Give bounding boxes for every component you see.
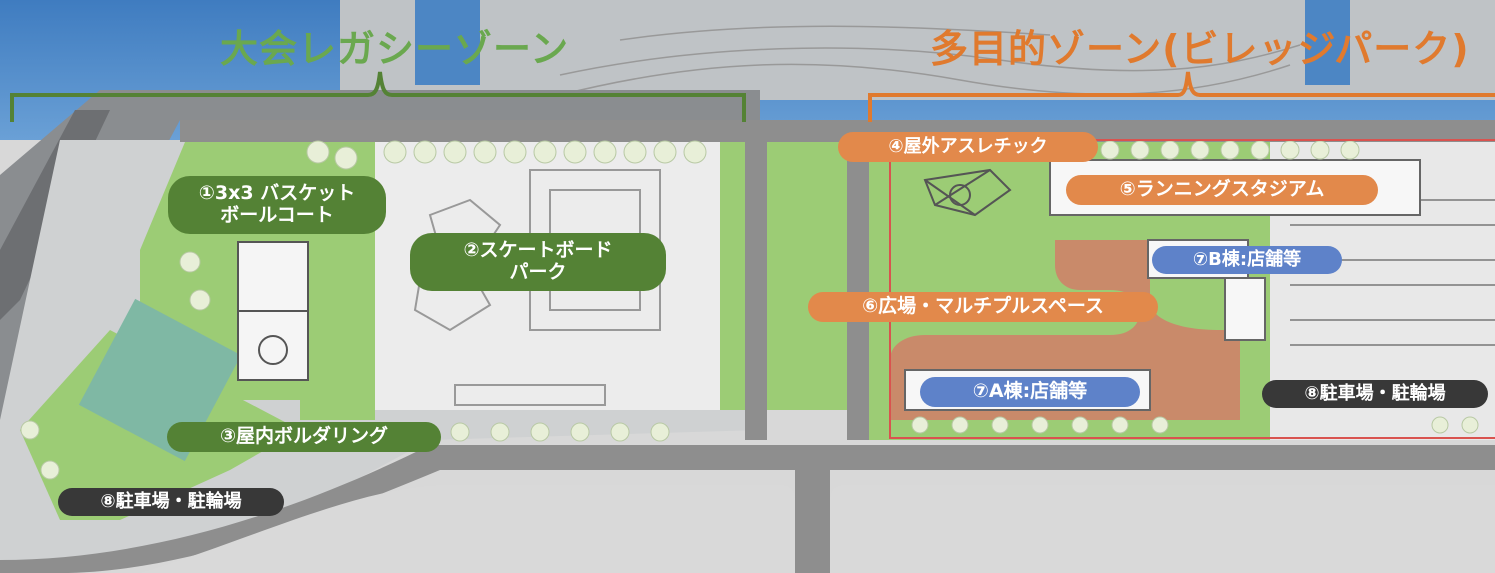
lower-block-right [830,485,1495,573]
plaza-label[interactable]: ⑥広場・マルチプルスペース [808,292,1158,322]
building-b-label[interactable]: ⑦B棟:店舗等 [1152,246,1342,274]
development-boundary [889,139,1495,439]
top-road [180,120,1495,142]
athletic-label[interactable]: ④屋外アスレチック [838,132,1098,162]
basketball-court-label[interactable]: ①3x3 バスケット ボールコート [168,176,386,234]
building-a-label[interactable]: ⑦A棟:店舗等 [920,377,1140,407]
running-stadium-label[interactable]: ⑤ランニングスタジアム [1066,175,1378,205]
legacy-zone-title: 大会レガシーゾーン [220,27,570,71]
legacy-bracket [10,71,746,122]
trees-multipurpose [911,140,1479,434]
lower-block-left [140,485,795,573]
basketball-label-line1: ①3x3 バスケット [198,182,356,205]
bottom-road [0,445,1495,573]
multipurpose-bracket [868,71,1495,122]
middle-road [745,120,767,440]
skateboard-label-line2: パーク [509,261,567,283]
trees-legacy [20,140,707,515]
basketball-label-line2: ボールコート [220,204,334,226]
athletic-structure [923,168,1012,217]
parking-right-label[interactable]: ⑧駐車場・駐輪場 [1262,380,1488,408]
multipurpose-zone-title: 多目的ゾーン(ビレッジパーク) [930,27,1470,71]
parking-left-label[interactable]: ⑧駐車場・駐輪場 [58,488,284,516]
skateboard-park-label[interactable]: ②スケートボード パーク [410,233,666,291]
waterfront-deck [340,0,1495,100]
skateboard-label-line1: ②スケートボード [463,239,613,262]
bouldering-label[interactable]: ③屋内ボルダリング [167,422,441,452]
